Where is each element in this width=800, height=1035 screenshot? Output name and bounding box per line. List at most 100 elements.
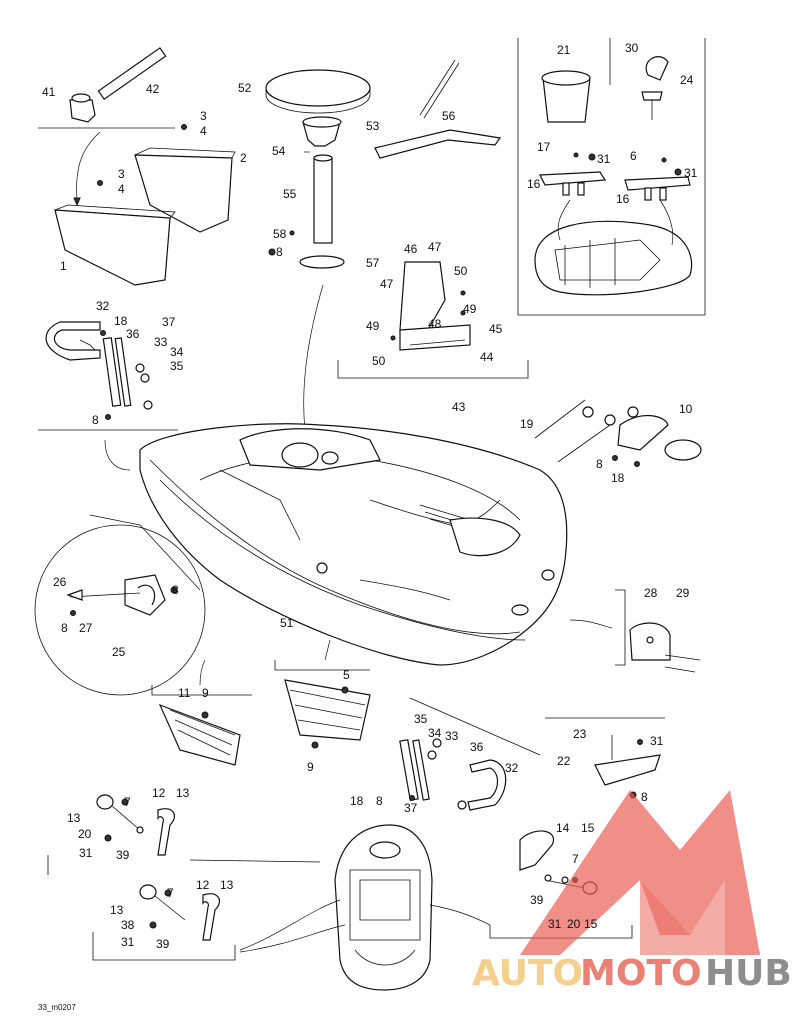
callout-31b: 31 — [684, 166, 698, 180]
wrench-56 — [374, 59, 502, 159]
callout-31c: 31 — [650, 734, 664, 748]
net-5 — [284, 679, 371, 741]
callout-14: 14 — [556, 821, 570, 835]
callout-52: 52 — [238, 81, 252, 95]
handrail-32a — [45, 321, 101, 361]
callout-45: 45 — [489, 322, 503, 336]
post-55 — [313, 157, 333, 244]
callout-35b: 35 — [414, 712, 428, 726]
callout-2: 2 — [240, 151, 247, 165]
callout-50b: 50 — [372, 354, 386, 368]
handle-bar — [97, 47, 167, 101]
handle-socket — [69, 99, 96, 123]
callout-21: 21 — [557, 43, 571, 57]
part-callouts: 1 2 3 4 3 4 41 42 52 53 54 55 58 8 57 56… — [42, 41, 698, 951]
bracket-12a — [157, 808, 175, 856]
cleat-16a — [539, 171, 607, 186]
callout-33a: 33 — [154, 335, 168, 349]
watermark-logo — [520, 790, 760, 955]
bracket-43-group — [337, 261, 529, 379]
automotohub-watermark: AUTO MOTO HUB — [472, 790, 792, 994]
callout-44: 44 — [480, 350, 494, 364]
callout-39b: 39 — [156, 937, 170, 951]
callout-36b: 36 — [470, 740, 484, 754]
callout-8c: 8 — [596, 457, 603, 471]
callout-32b: 32 — [505, 761, 519, 775]
callout-22: 22 — [557, 754, 571, 768]
callout-13a: 13 — [176, 786, 190, 800]
boat-hull — [139, 423, 568, 666]
callout-13d: 13 — [110, 903, 124, 917]
callout-8a: 8 — [276, 245, 283, 259]
callout-4a: 4 — [200, 124, 207, 138]
bracket-47 — [399, 261, 446, 336]
callout-8f: 8 — [376, 794, 383, 808]
callout-6: 6 — [630, 149, 637, 163]
handrail-left-group — [38, 321, 178, 471]
callout-8g: 8 — [641, 790, 648, 804]
callout-57: 57 — [366, 256, 380, 270]
screw-24 — [641, 91, 663, 101]
callout-27: 27 — [79, 621, 93, 635]
storage-bin-group — [38, 47, 236, 286]
callout-19: 19 — [520, 417, 534, 431]
callout-37a: 37 — [162, 315, 176, 329]
callout-10: 10 — [679, 402, 693, 416]
callout-30: 30 — [625, 41, 639, 55]
fairlead-22 — [594, 754, 661, 786]
callout-12b: 12 — [196, 878, 210, 892]
storage-bin-1 — [54, 209, 171, 286]
callout-1: 1 — [60, 259, 67, 273]
callout-7a: 7 — [124, 795, 131, 809]
callout-8e: 8 — [61, 621, 68, 635]
callout-29: 29 — [676, 586, 690, 600]
callout-32a: 32 — [96, 299, 110, 313]
callout-17: 17 — [537, 140, 551, 154]
callout-33b: 33 — [445, 729, 459, 743]
callout-31f: 31 — [548, 917, 562, 931]
callout-58: 58 — [273, 227, 287, 241]
callout-47b: 47 — [380, 277, 394, 291]
callout-48: 48 — [428, 317, 442, 331]
side-cleat-10 — [617, 415, 669, 451]
callout-28: 28 — [644, 586, 658, 600]
callout-8b: 8 — [92, 413, 99, 427]
watermark-auto: AUTO — [472, 953, 583, 994]
callout-43: 43 — [452, 400, 466, 414]
callout-31d: 31 — [79, 846, 93, 860]
callout-20a: 20 — [78, 827, 92, 841]
bumper-group-left — [47, 794, 321, 961]
callout-15b: 15 — [584, 917, 598, 931]
side-cleat-group — [534, 399, 702, 467]
callout-34b: 34 — [428, 726, 442, 740]
callout-13b: 13 — [67, 811, 81, 825]
callout-55: 55 — [283, 187, 297, 201]
callout-51: 51 — [280, 616, 294, 630]
callout-47a: 47 — [428, 240, 442, 254]
callout-5: 5 — [343, 668, 350, 682]
diagram-code: 33_m0207 — [38, 1003, 76, 1012]
cleat-16b — [624, 176, 691, 191]
callout-16a: 16 — [527, 177, 541, 191]
table-top — [265, 69, 371, 107]
callout-20b: 20 — [567, 917, 581, 931]
callout-49a: 49 — [463, 302, 477, 316]
callout-16b: 16 — [616, 192, 630, 206]
table-post-group — [265, 69, 371, 431]
callout-24: 24 — [680, 73, 694, 87]
detail-circle-left — [34, 514, 206, 696]
callout-56: 56 — [442, 109, 456, 123]
callout-49b: 49 — [366, 319, 380, 333]
callout-34a: 34 — [170, 345, 184, 359]
callout-18b: 18 — [611, 471, 625, 485]
hook-30 — [645, 56, 669, 81]
callout-50a: 50 — [454, 264, 468, 278]
callout-7c: 7 — [572, 852, 579, 866]
handrail-32b — [467, 759, 507, 811]
cleat-box — [517, 38, 706, 316]
fairlead-group — [569, 589, 701, 673]
floor-plate-57 — [299, 255, 345, 269]
callout-23: 23 — [573, 727, 587, 741]
callout-4b: 4 — [118, 182, 125, 196]
callout-35a: 35 — [170, 359, 184, 373]
